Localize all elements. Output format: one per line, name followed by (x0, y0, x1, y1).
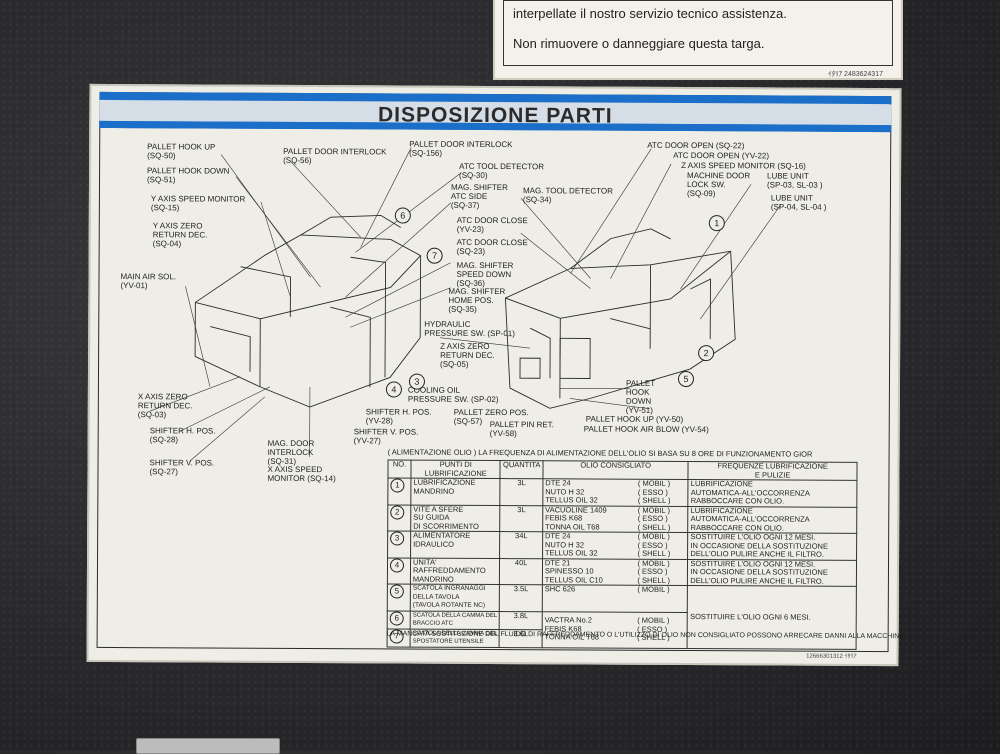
label-atc-door-open-yv: ATC DOOR OPEN (YV-22) (673, 151, 769, 161)
panel-latch (136, 738, 280, 754)
cell-brand: ( MOBIL ) (635, 585, 688, 612)
cell-freq: LUBRIFICAZIONE AUTOMATICA-ALL'OCCORRENZA… (688, 480, 857, 507)
label-x-axis-zero: X AXIS ZERO RETURN DEC. (SQ-03) (138, 392, 193, 419)
col-freq: FREQUENZE LUBRIFICAZIONE E PULIZIE (688, 462, 857, 481)
label-y-axis-zero: Y AXIS ZERO RETURN DEC. (SQ-04) (153, 221, 208, 248)
label-pallet-door-interlock-156: PALLET DOOR INTERLOCK (SQ-156) (409, 140, 512, 159)
parts-layout-plate: DISPOSIZIONE PARTI (86, 84, 901, 666)
row-number: 6 (390, 611, 404, 625)
label-atc-door-open-sq: ATC DOOR OPEN (SQ-22) (647, 141, 744, 151)
callout-6: 6 (395, 207, 411, 223)
label-mag-shifter-home: MAG. SHIFTER HOME POS. (SQ-35) (448, 287, 505, 314)
callout-1: 1 (709, 215, 725, 231)
table-heading: ( ALIMENTAZIONE OLIO ) LA FREQUENZA DI A… (388, 447, 868, 459)
label-cooling-oil: COOLING OIL PRESSURE SW. (SP-02) (408, 386, 499, 404)
cell-qty: 3L (500, 505, 543, 532)
row-number: 3 (390, 531, 404, 545)
label-pallet-hook-down-yv: PALLET HOOK DOWN (YV-51) (626, 379, 655, 415)
label-mag-shifter-speed: MAG. SHIFTER SPEED DOWN (SQ-36) (456, 261, 513, 288)
machine-right-body (505, 228, 736, 409)
callout-2: 2 (698, 345, 714, 361)
cell-oil: DTE 21 SPINESSO 10 TELLUS OIL C10 (542, 558, 635, 585)
label-x-axis-speed: X AXIS SPEED MONITOR (SQ-14) (267, 465, 335, 483)
cell-oil: VACTRA No.2 FEBIS K68 TONNA OIL T68 (542, 611, 635, 647)
label-lube-unit-sp03: LUBE UNIT (SP-03, SL-03 ) (767, 171, 823, 189)
cell-brand: ( MOBIL ) ( ESSO ) ( SHELL ) (635, 612, 688, 648)
label-z-axis-speed: Z AXIS SPEED MONITOR (SQ-16) (681, 161, 806, 171)
label-z-axis-zero: Z AXIS ZERO RETURN DEC. (SQ-05) (440, 342, 495, 369)
cell-point: LUBRIFICAZIONE MANDRINO (411, 478, 501, 505)
row-number: 2 (390, 505, 404, 519)
label-pallet-hook-down: PALLET HOOK DOWN (SQ-51) (147, 166, 229, 184)
cell-point: VITE A SFERE SU GUIDA DI SCORRIMENTO (411, 505, 501, 532)
table-row: 4 UNITA' RAFFREDDAMENTO MANDRINO 40L DTE… (387, 557, 856, 586)
row-number: 1 (390, 478, 404, 492)
callout-4: 4 (386, 381, 402, 397)
label-shifter-v-pos-yv27: SHIFTER V. POS. (YV-27) (354, 427, 419, 445)
label-shifter-h-pos-yv28: SHIFTER H. POS. (YV-28) (366, 407, 432, 425)
cell-oil: VACUOLINE 1409 FEBIS K68 TONNA OIL T68 (543, 505, 636, 532)
label-shifter-v-pos-27: SHIFTER V. POS. (SQ-27) (149, 458, 214, 476)
label-pallet-pin-ret: PALLET PIN RET. (YV-58) (490, 420, 554, 438)
callout-3: 3 (409, 374, 425, 390)
label-atc-door-close-yv: ATC DOOR CLOSE (YV-23) (457, 216, 528, 234)
machine-left-body (195, 214, 421, 407)
warning-plate-code: ｲﾀﾘｱ 2483624317 (828, 69, 883, 79)
col-oil: OLIO CONSIGLIATO (543, 461, 689, 480)
cell-qty: 3.5L (500, 585, 543, 612)
cell-brand: ( MOBIL ) ( ESSO ) ( SHELL ) (636, 532, 689, 559)
cell-qty: 3L (500, 479, 543, 506)
plate-code: 12666301312 ｲﾀﾘｱ (806, 651, 856, 660)
table-row: 5 SCATOLA INGRANAGGI DELLA TAVOLA (TAVOL… (387, 584, 856, 613)
label-pallet-hook-up-yv: PALLET HOOK UP (YV-50) (586, 414, 683, 424)
table-row: 3 ALIMENTATORE IDRAULICO 34L DTE 24 NUTO… (388, 531, 857, 560)
label-pallet-door-interlock: PALLET DOOR INTERLOCK (SQ-56) (283, 147, 386, 166)
label-mag-tool-detector: MAG. TOOL DETECTOR (SQ-34) (523, 186, 613, 204)
label-y-axis-speed: Y AXIS SPEED MONITOR (SQ-15) (151, 194, 245, 212)
row-number: 5 (390, 584, 404, 598)
table-row: 2 VITE A SFERE SU GUIDA DI SCORRIMENTO 3… (388, 504, 857, 533)
cell-qty: 40L (500, 558, 543, 585)
label-main-air: MAIN AIR SOL. (YV-01) (120, 272, 176, 290)
label-atc-door-close-sq: ATC DOOR CLOSE (SQ-23) (457, 238, 528, 256)
cell-oil: DTE 24 NUTO H 32 TELLUS OIL 32 (543, 479, 636, 506)
label-shifter-h-pos-28: SHIFTER H. POS. (SQ-28) (150, 426, 216, 444)
cell-point: SCATOLA INGRANAGGI DELLA TAVOLA (TAVOLA … (410, 584, 500, 611)
label-pallet-hook-up: PALLET HOOK UP (SQ-50) (147, 142, 215, 160)
table-row: 1 LUBRIFICAZIONE MANDRINO 3L DTE 24 NUTO… (388, 478, 857, 507)
label-mag-door-interlock: MAG. DOOR INTERLOCK (SQ-31) (268, 439, 315, 466)
label-pallet-hook-air: PALLET HOOK AIR BLOW (YV-54) (584, 424, 709, 434)
cell-oil: DTE 24 NUTO H 32 TELLUS OIL 32 (542, 532, 635, 559)
cell-point: UNITA' RAFFREDDAMENTO MANDRINO (410, 558, 500, 585)
cell-brand: ( MOBIL ) ( ESSO ) ( SHELL ) (635, 559, 688, 586)
cell-qty: 34L (500, 532, 543, 559)
col-qty: QUANTITA (500, 461, 542, 479)
cell-oil: SHC 626 (542, 585, 635, 612)
cell-freq: SOSTITUIRE L'OLIO OGNI 12 MESI. IN OCCAS… (688, 559, 857, 586)
lubrication-grid: NO. PUNTI DI LUBRIFICAZIONE QUANTITA OLI… (387, 459, 858, 649)
cell-brand: ( MOBIL ) ( ESSO ) ( SHELL ) (636, 506, 689, 533)
col-no: NO. (388, 460, 411, 478)
label-mag-shifter-atc: MAG. SHIFTER ATC SIDE (SQ-37) (451, 183, 508, 210)
label-atc-tool-detector: ATC TOOL DETECTOR (SQ-30) (459, 162, 544, 180)
cell-freq: LUBRIFICAZIONE AUTOMATICA-ALL'OCCORRENZA… (688, 506, 857, 533)
lubrication-table: ( ALIMENTAZIONE OLIO ) LA FREQUENZA DI A… (387, 447, 863, 649)
row-number: 4 (390, 558, 404, 572)
label-lube-unit-sp04: LUBE UNIT (SP-04, SL-04 ) (771, 193, 827, 211)
warning-line-2: Non rimuovere o danneggiare questa targa… (513, 36, 765, 51)
label-machine-door: MACHINE DOOR LOCK SW. (SQ-09) (687, 171, 750, 198)
label-hydraulic: HYDRAULIC PRESSURE SW. (SP-01) (424, 320, 515, 338)
cell-point: SCATOLA DELLA CAMMA DEL BRACCIO ATC (410, 611, 500, 629)
cell-qty: 3.8L (500, 611, 542, 629)
cell-brand: ( MOBIL ) ( ESSO ) ( SHELL ) (636, 479, 689, 506)
warning-plate: interpellate il nostro servizio tecnico … (493, 0, 903, 80)
cell-point: ALIMENTATORE IDRAULICO (411, 531, 501, 558)
callout-5: 5 (678, 371, 694, 387)
callout-7: 7 (427, 248, 443, 264)
cell-freq: SOSTITUIRE L'OLIO OGNI 12 MESI. IN OCCAS… (688, 533, 857, 560)
warning-line-1: interpellate il nostro servizio tecnico … (513, 6, 787, 21)
col-point: PUNTI DI LUBRIFICAZIONE (411, 460, 501, 478)
